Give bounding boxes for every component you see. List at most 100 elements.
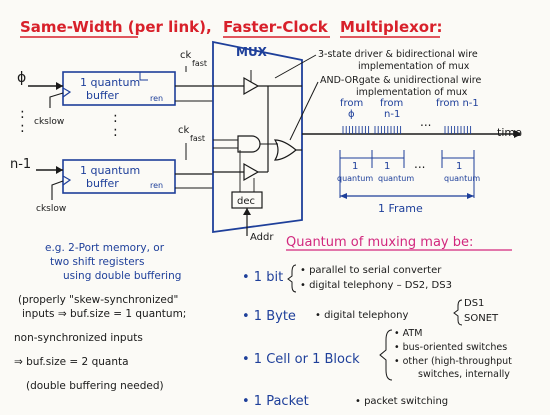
quantum-item-packet-desc: • packet switching — [355, 396, 448, 407]
andor-pointer — [289, 81, 319, 141]
title-part3: Multiplexor: — [340, 18, 443, 36]
andor-note-1: AND-ORgate & unidirectional wire — [320, 75, 481, 86]
input-phi-label: ϕ — [17, 70, 26, 86]
quantum-word-3: quantum — [444, 174, 480, 183]
buffer-bottom-ren: ren — [150, 181, 163, 190]
input-dots-2: : — [20, 120, 25, 136]
time-axis-arrow — [514, 130, 522, 138]
tristate-note-2: implementation of mux — [358, 61, 470, 72]
tristate-note-1: 3-state driver & bidirectional wire — [318, 49, 478, 60]
title-part1: Same-Width (per link), — [20, 18, 212, 36]
timeline-dots: ... — [420, 115, 431, 129]
quantum-item-cell-desc-3: • other (high-throughput — [394, 356, 512, 367]
quantum-item-byte-sonet: SONET — [464, 313, 499, 324]
left-notes: e.g. 2-Port memory, or two shift registe… — [14, 242, 186, 392]
from-n1-label: from n-1 — [436, 98, 479, 109]
addr-label: Addr — [250, 232, 274, 243]
buffer-dots-2: : — [113, 124, 118, 140]
timeline-ticks — [342, 126, 472, 134]
from-0-label-2: ϕ — [348, 109, 355, 120]
buffer-top: 1 quantum buffer ren — [62, 71, 176, 106]
buffer-bottom: 1 quantum buffer ren — [62, 159, 176, 194]
quantum-item-byte-desc: • digital telephony — [315, 310, 408, 321]
tristate-driver-bottom — [243, 162, 260, 182]
buffer-top-ren: ren — [150, 94, 163, 103]
and-gate — [237, 135, 261, 153]
quantum-item-bit: • 1 bit — [242, 270, 283, 285]
ck-slow-bottom-wire — [51, 180, 64, 200]
left-note-5: inputs ⇒ buf.size = 1 quantum; — [22, 308, 186, 320]
buffer-bottom-clock-tri — [62, 175, 72, 186]
left-note-4: (properly "skew-synchronized" — [18, 294, 178, 306]
ck-slow-top-wire — [49, 92, 64, 108]
quantum-heading: Quantum of muxing may be: — [286, 235, 473, 250]
ck-slow-top: ckslow — [34, 117, 64, 127]
ck-slow-bottom: ckslow — [36, 204, 66, 214]
quantum-item-cell-desc-2: • bus-oriented switches — [394, 342, 507, 353]
fast-clocks: ck fast ck fast — [178, 50, 207, 160]
title-group: Same-Width (per link), Faster-Clock Mult… — [20, 18, 443, 38]
left-note-1: e.g. 2-Port memory, or — [45, 242, 165, 254]
buffer-bottom-label-1: 1 quantum — [80, 164, 140, 177]
mux: MUX dec Addr — [212, 40, 303, 243]
input-top-arrow — [56, 82, 63, 90]
buffer-top-label-1: 1 quantum — [80, 76, 140, 89]
quantum-item-byte: • 1 Byte — [242, 309, 296, 324]
quantum-brace-byte — [453, 299, 463, 326]
quantum-item-byte-ds1: DS1 — [464, 298, 484, 309]
left-note-6: non-synchronized inputs — [14, 332, 143, 344]
ck-fast-bottom: ck — [178, 125, 189, 136]
or-gate — [273, 139, 297, 161]
quantum-item-bit-desc-2: • digital telephony – DS2, DS3 — [300, 280, 452, 291]
quantum-num-2: 1 — [384, 161, 390, 172]
frame-arrow-left — [340, 193, 347, 199]
mux-annotations: 3-state driver & bidirectional wire impl… — [274, 49, 481, 141]
ck-fast-bottom-sub: fast — [190, 134, 205, 143]
quantum-item-bit-desc-1: • parallel to serial converter — [300, 265, 442, 276]
quantum-brace-cell — [379, 329, 393, 381]
left-note-7: ⇒ buf.size = 2 quanta — [14, 356, 129, 368]
ck-fast-top: ck — [180, 50, 191, 61]
from-0-label-1: from — [340, 98, 363, 109]
buffer-dots: : — [113, 110, 118, 126]
buffer-outputs — [175, 85, 213, 189]
frame-label: 1 Frame — [378, 202, 423, 215]
title-part2: Faster-Clock — [223, 18, 329, 36]
tristate-pointer — [274, 54, 317, 79]
andor-note-2: implementation of mux — [356, 87, 468, 98]
quantum-item-cell-desc-4: switches, internally — [418, 369, 510, 380]
left-note-8: (double buffering needed) — [26, 380, 164, 392]
addr-arrow — [243, 208, 251, 215]
time-label: time — [497, 126, 522, 139]
from-1-label-1: from — [380, 98, 403, 109]
buffer-bottom-label-2: buffer — [86, 177, 119, 190]
inputs: ϕ n-1 : : : : — [10, 70, 118, 174]
frame-arrow-right — [467, 193, 474, 199]
buffer-top-clock-tri — [62, 87, 72, 98]
quantum-word-1: quantum — [337, 174, 373, 183]
quantum-num-1: 1 — [352, 161, 358, 172]
quantum-list: Quantum of muxing may be: • 1 bit • para… — [242, 235, 512, 409]
input-dots: : — [20, 106, 25, 122]
timeline: time from ϕ from n-1 from n-1 ... 1 1 1 … — [302, 98, 522, 215]
input-n1-label: n-1 — [10, 157, 31, 172]
quantum-word-2: quantum — [378, 174, 414, 183]
buffer-top-label-2: buffer — [86, 89, 119, 102]
buffer-top-clk-mark — [139, 72, 148, 81]
slow-clocks: ckslow ckslow — [34, 92, 66, 214]
quantum-item-cell: • 1 Cell or 1 Block — [242, 352, 360, 367]
ck-fast-top-sub: fast — [192, 59, 207, 68]
input-bottom-arrow — [56, 166, 63, 174]
quantum-dots: ... — [414, 157, 425, 171]
left-note-3: using double buffering — [63, 270, 181, 282]
quantum-item-cell-desc-1: • ATM — [394, 328, 422, 339]
decoder-label: dec — [237, 196, 255, 207]
mux-trapezoid — [212, 40, 303, 234]
mux-label: MUX — [236, 45, 268, 59]
left-note-2: two shift registers — [50, 256, 144, 268]
quantum-brace-bit — [287, 264, 297, 293]
from-1-label-2: n-1 — [384, 109, 400, 120]
quantum-item-packet: • 1 Packet — [242, 394, 309, 409]
